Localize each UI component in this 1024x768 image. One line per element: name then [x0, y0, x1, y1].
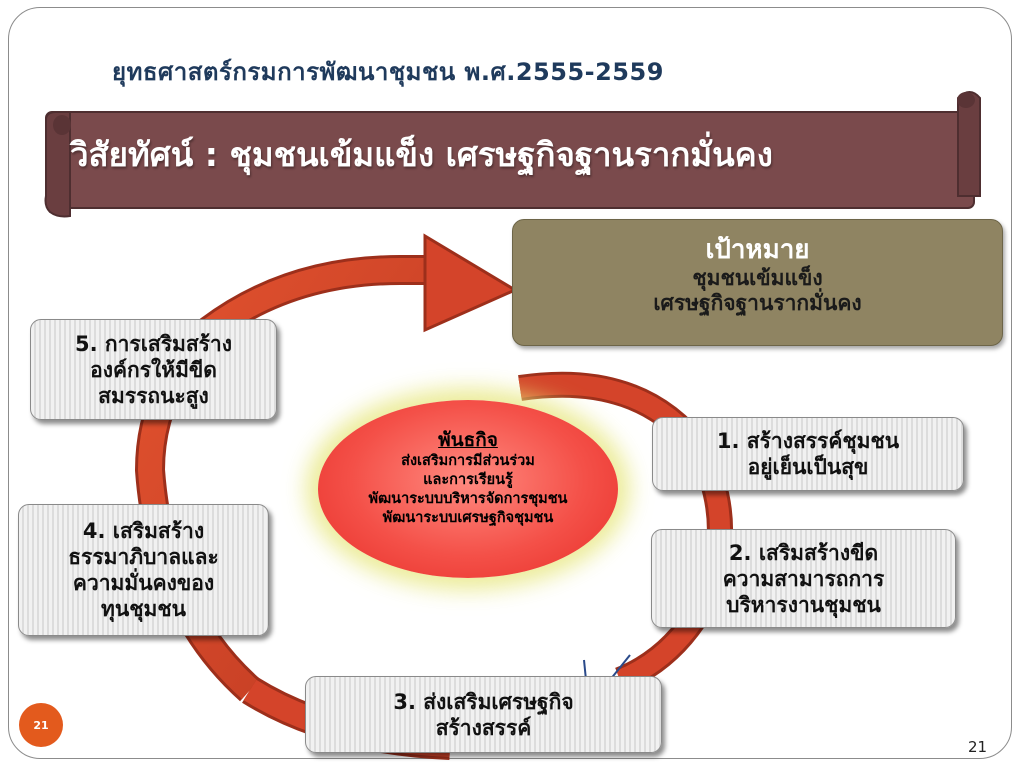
page-number: 21: [968, 738, 988, 756]
strategy-line: 5. การเสริมสร้าง: [75, 331, 232, 356]
goal-box: เป้าหมาย ชุมชนเข้มแข็ง เศรษฐกิจฐานรากมั่…: [512, 219, 1003, 346]
vision-banner-scroll: [44, 91, 981, 218]
goal-line: เศรษฐกิจฐานรากมั่นคง: [653, 291, 862, 315]
mission-line: และการเรียนรู้: [423, 472, 513, 488]
goal-title: เป้าหมาย: [705, 235, 810, 265]
strategy-line: ความสามารถการ: [722, 566, 885, 591]
slide-title: ยุทธศาสตร์กรมการพัฒนาชุมชน พ.ศ.2555-2559: [112, 58, 664, 86]
mission-ellipse: พันธกิจ ส่งเสริมการมีส่วนร่วม และการเรีย…: [318, 400, 618, 578]
strategy-1-box: 1. สร้างสรรค์ชุมชน อยู่เย็นเป็นสุข: [652, 417, 964, 491]
mission-line: พัฒนาระบบเศรษฐกิจชุมชน: [382, 510, 554, 526]
page-badge: 21: [19, 703, 63, 747]
strategy-line: 4. เสริมสร้าง: [82, 519, 205, 543]
strategy-line: ธรรมาภิบาลและ: [68, 545, 219, 569]
strategy-line: บริหารงานชุมชน: [726, 592, 881, 617]
strategy-line: 1. สร้างสรรค์ชุมชน: [716, 429, 900, 453]
strategy-line: 3. ส่งเสริมเศรษฐกิจ: [393, 689, 574, 714]
strategy-line: อยู่เย็นเป็นสุข: [747, 455, 869, 479]
mission-line: พัฒนาระบบบริหารจัดการชุมชน: [368, 491, 568, 507]
mission-title: พันธกิจ: [438, 429, 498, 451]
strategy-line: ความมั่นคงของ: [72, 571, 215, 595]
strategy-line: ทุนชุมชน: [101, 597, 186, 621]
vision-text: วิสัยทัศน์ : ชุมชนเข้มแข็ง เศรษฐกิจฐานรา…: [70, 135, 773, 174]
strategy-2-box: 2. เสริมสร้างขีด ความสามารถการ บริหารงาน…: [651, 529, 956, 628]
strategy-line: สร้างสรรค์: [435, 715, 532, 740]
strategy-line: สมรรถนะสูง: [98, 383, 209, 408]
strategy-line: 2. เสริมสร้างขีด: [728, 540, 879, 565]
strategy-5-box: 5. การเสริมสร้าง องค์กรให้มีขีด สมรรถนะส…: [30, 319, 277, 420]
strategy-3-box: 3. ส่งเสริมเศรษฐกิจ สร้างสรรค์: [305, 676, 662, 753]
goal-line: ชุมชนเข้มแข็ง: [692, 266, 823, 290]
strategy-line: องค์กรให้มีขีด: [90, 357, 217, 382]
strategy-4-box: 4. เสริมสร้าง ธรรมาภิบาลและ ความมั่นคงขอ…: [18, 504, 269, 636]
mission-line: ส่งเสริมการมีส่วนร่วม: [401, 453, 535, 469]
